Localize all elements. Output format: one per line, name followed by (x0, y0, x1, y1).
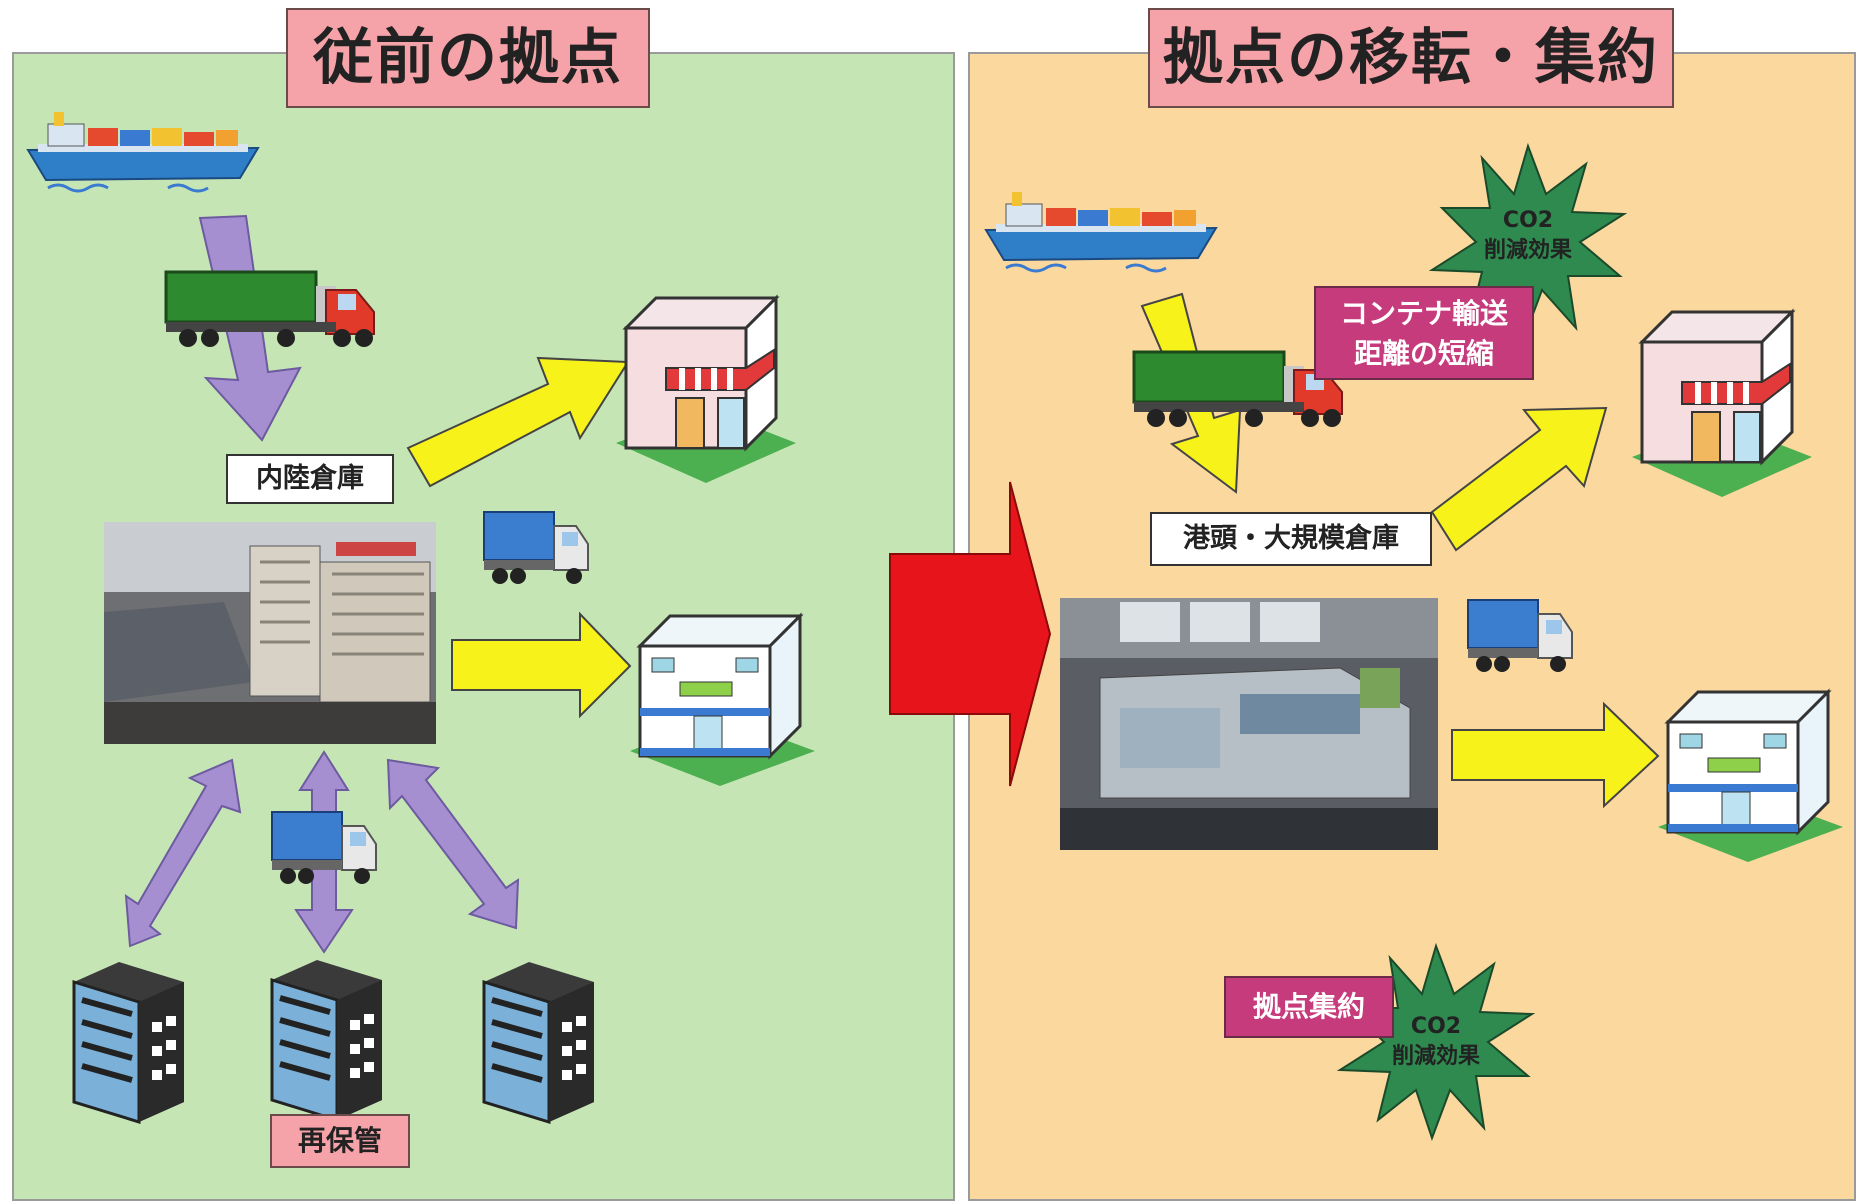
container-distance-label: コンテナ輸送 距離の短縮 (1314, 286, 1534, 380)
yellow-arrow-to-shop-right (1430, 406, 1608, 552)
co2-top-text: CO2 削減効果 (1458, 206, 1598, 266)
co2-bottom-line2: 削減効果 (1391, 1044, 1480, 1069)
co2-top-line1: CO2 (1502, 208, 1554, 233)
co2-bottom-line1: CO2 (1410, 1014, 1462, 1039)
port-warehouse-label: 港頭・大規模倉庫 (1150, 512, 1432, 566)
store-icon (628, 614, 817, 788)
left-panel-title: 従前の拠点 (286, 8, 650, 108)
container-ship-icon (984, 190, 1218, 273)
container-distance-line1: コンテナ輸送 (1339, 297, 1508, 330)
co2-bottom-text: CO2 削減効果 (1366, 1012, 1506, 1072)
yellow-arrow-to-store-right (1451, 701, 1660, 809)
office-building-icon (484, 962, 594, 1122)
office-building-icon (272, 960, 382, 1120)
shop-icon (1632, 312, 1812, 497)
yellow-arrow-to-store (451, 611, 632, 719)
delivery-truck-icon (1467, 599, 1573, 673)
restorage-label: 再保管 (270, 1114, 410, 1168)
co2-top-line2: 削減効果 (1483, 238, 1572, 263)
consolidation-label: 拠点集約 (1224, 976, 1394, 1038)
container-ship-icon (26, 110, 260, 193)
port-warehouse-photo (1060, 598, 1438, 850)
yellow-arrow-to-shop (406, 356, 630, 488)
purple-arrow-bidir-right (386, 758, 520, 930)
right-panel-title: 拠点の移転・集約 (1148, 8, 1674, 108)
shop-icon (616, 298, 796, 483)
office-building-icon (74, 962, 184, 1122)
purple-arrow-bidir-left (124, 758, 242, 948)
inland-warehouse-label: 内陸倉庫 (226, 454, 394, 504)
container-distance-line2: 距離の短縮 (1353, 337, 1494, 370)
trailer-truck-icon (164, 270, 376, 349)
red-transition-arrow (889, 481, 1052, 787)
inland-warehouse-photo (104, 522, 436, 744)
delivery-truck-icon (483, 511, 589, 585)
store-icon (1656, 690, 1845, 864)
